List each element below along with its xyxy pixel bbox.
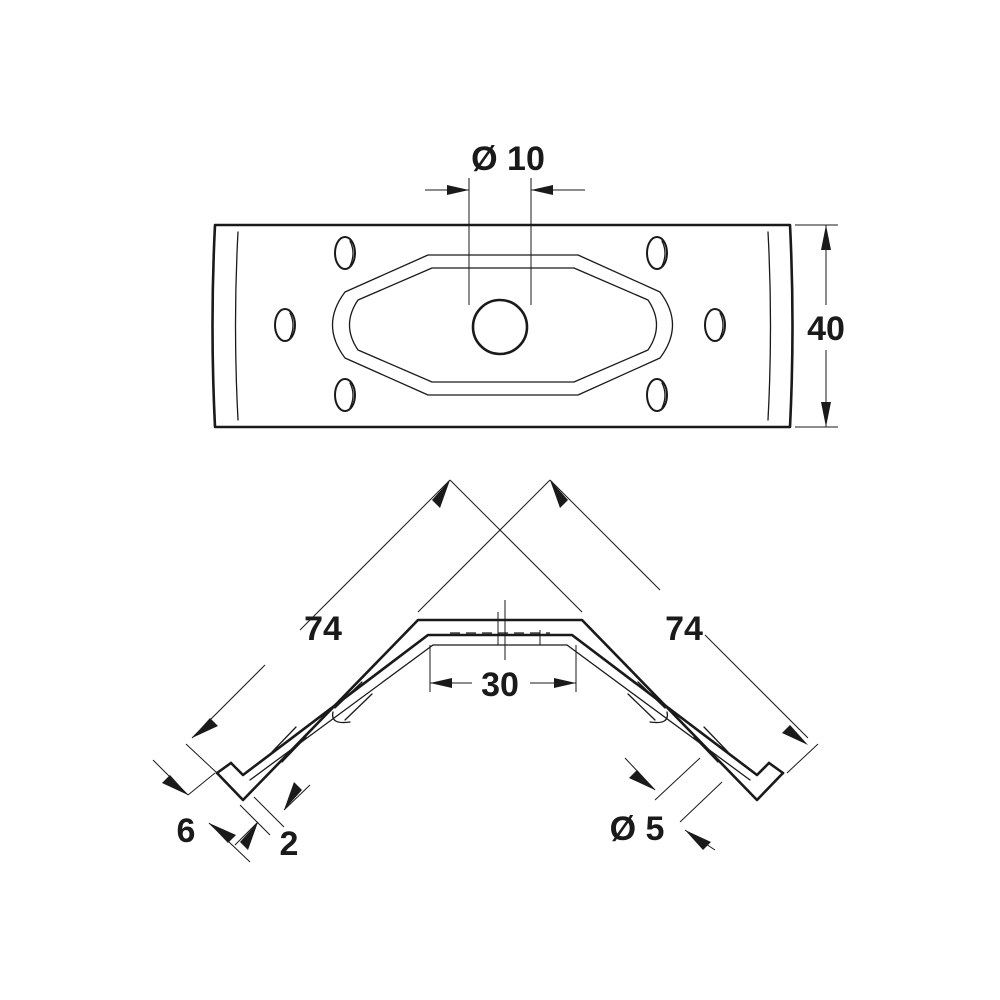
profile-inner-edge — [229, 633, 771, 777]
stiffening-rib-inner — [348, 267, 658, 383]
label-hole-diameter: Ø 10 — [471, 140, 545, 178]
label-leg-left: 74 — [304, 610, 342, 648]
label-screw-hole-diameter: Ø 5 — [610, 810, 665, 848]
bend-line-right — [767, 231, 772, 421]
bend-line-left — [234, 231, 239, 421]
center-hole — [471, 298, 529, 356]
screw-hole-mid-left — [274, 308, 296, 342]
label-height: 40 — [807, 310, 845, 348]
screw-hole-top-left — [334, 236, 356, 270]
screw-hole-bottom-left — [334, 378, 356, 412]
top-view: Ø 10 40 — [211, 140, 845, 429]
screw-hole-mid-right — [704, 308, 726, 342]
dimension-edge-offset: 6 — [152, 759, 251, 863]
label-edge-offset: 6 — [177, 812, 196, 850]
dimension-leg-right: 74 — [549, 479, 819, 774]
screw-holes — [274, 236, 726, 412]
dimension-height: 40 — [795, 224, 845, 428]
stiffening-rib-outer — [332, 254, 673, 396]
dimension-leg-left: 74 — [185, 479, 451, 774]
dimension-thickness: 2 — [234, 782, 311, 863]
profile-rib-edge — [249, 644, 751, 781]
screw-hole-top-right — [646, 236, 668, 270]
plate-outline — [211, 223, 794, 429]
screw-hole-bottom-right — [646, 378, 668, 412]
side-view: 74 74 30 6 — [152, 479, 819, 863]
dimension-base-width: 30 — [429, 645, 577, 704]
profile-outer-edge — [215, 618, 785, 802]
dimension-screw-hole-diameter: Ø 5 — [610, 757, 723, 851]
label-leg-right: 74 — [665, 610, 703, 648]
label-thickness: 2 — [280, 825, 299, 863]
label-base-width: 30 — [481, 666, 519, 704]
profile-screw-holes — [271, 681, 729, 763]
dimension-hole-diameter: Ø 10 — [425, 140, 585, 305]
